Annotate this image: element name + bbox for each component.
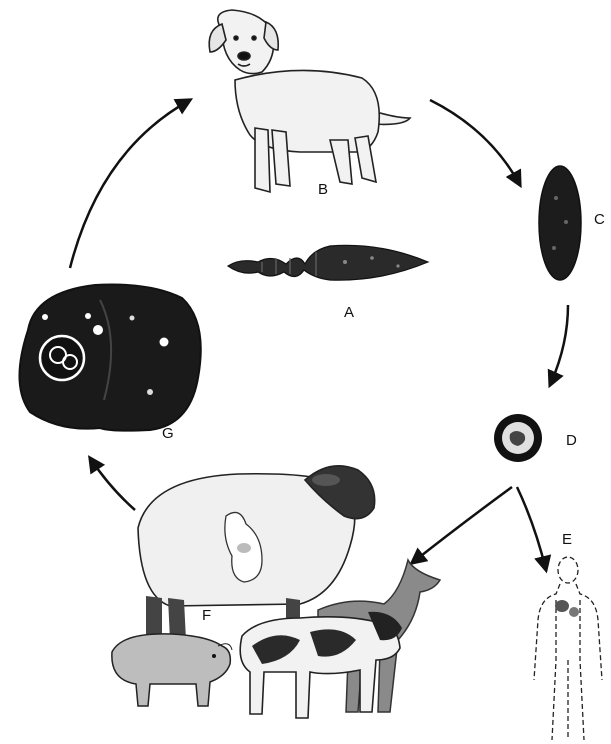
arrow-cyst-to-dog [70,100,190,268]
label-f: F [202,607,211,624]
pig-illustration [112,634,232,706]
hydatid-organ-illustration [19,285,200,431]
dog-illustration [209,10,410,192]
arrow-egg-to-livestock [412,487,512,563]
arrow-proglottid-to-egg [550,305,568,385]
egg-illustration [494,414,542,462]
label-g: G [162,425,174,442]
label-d: D [566,432,577,449]
arrow-dog-to-proglottid [430,100,520,185]
proglottid-illustration [539,166,581,280]
label-c: C [594,211,605,228]
label-b: B [318,181,328,198]
label-e: E [562,531,572,548]
adult-tapeworm-illustration [228,245,428,280]
arrow-egg-to-human [517,487,546,570]
human-illustration [534,557,602,740]
human-organs [555,600,579,617]
label-a: A [344,304,354,321]
arrow-livestock-to-cyst [90,458,135,510]
